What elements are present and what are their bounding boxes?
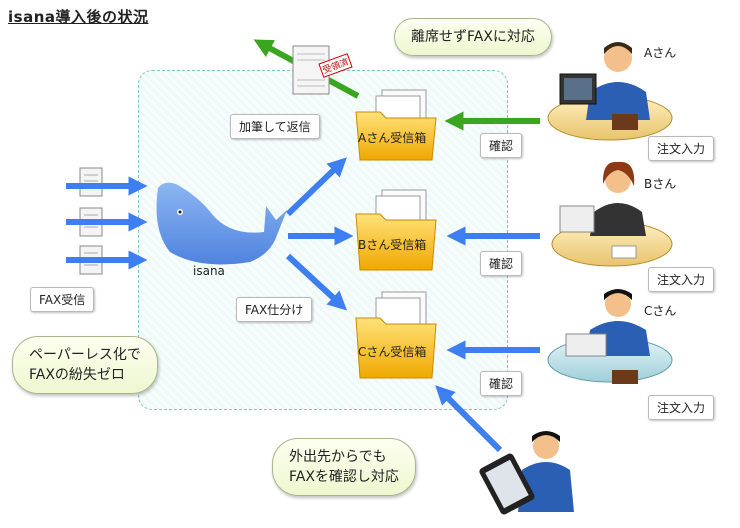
bubble-left-text: ペーパーレス化で FAXの紛失ゼロ — [29, 347, 141, 383]
inbox-a-label: Aさん受信箱 — [358, 131, 427, 145]
fax-receive-label: FAX受信 — [30, 287, 95, 312]
person-a-icon — [547, 42, 673, 141]
confirm-a-label: 確認 — [480, 133, 523, 158]
isana-whale-icon — [156, 182, 287, 265]
person-b-label: Bさん — [644, 177, 677, 191]
order-a-label: 注文入力 — [648, 136, 715, 161]
fax-input-arrows — [66, 176, 148, 270]
confirm-b-label: 確認 — [480, 251, 523, 276]
inbox-folder-a-icon — [355, 89, 437, 161]
bubble-top: 離席せずFAXに対応 — [394, 18, 552, 56]
order-b-label: 注文入力 — [648, 267, 715, 292]
bubble-left: ペーパーレス化で FAXの紛失ゼロ — [12, 336, 158, 394]
mobile-arrow — [435, 385, 503, 453]
inbox-folder-c-icon — [355, 291, 437, 379]
fax-sort-label: FAX仕分け — [236, 297, 313, 322]
person-c-label: Cさん — [644, 304, 677, 318]
bubble-bottom-text: 外出先からでも FAXを確認し対応 — [289, 449, 399, 485]
person-a-label: Aさん — [644, 46, 677, 60]
person-c-icon — [547, 289, 673, 384]
person-b-icon — [551, 161, 673, 267]
inbox-c-label: Cさん受信箱 — [358, 345, 427, 359]
bubble-bottom: 外出先からでも FAXを確認し対応 — [272, 438, 416, 496]
confirm-c-label: 確認 — [480, 371, 523, 396]
bubble-top-text: 離席せずFAXに対応 — [411, 29, 535, 45]
annotate-reply-label: 加筆して返信 — [230, 114, 320, 139]
order-c-label: 注文入力 — [648, 395, 715, 420]
mobile-person-icon — [479, 431, 574, 515]
page-title: isana導入後の状況 — [8, 8, 149, 26]
inbox-folder-b-icon — [355, 189, 437, 271]
sort-arrows — [285, 157, 354, 311]
isana-label: isana — [193, 264, 225, 278]
inbox-b-label: Bさん受信箱 — [358, 238, 427, 252]
